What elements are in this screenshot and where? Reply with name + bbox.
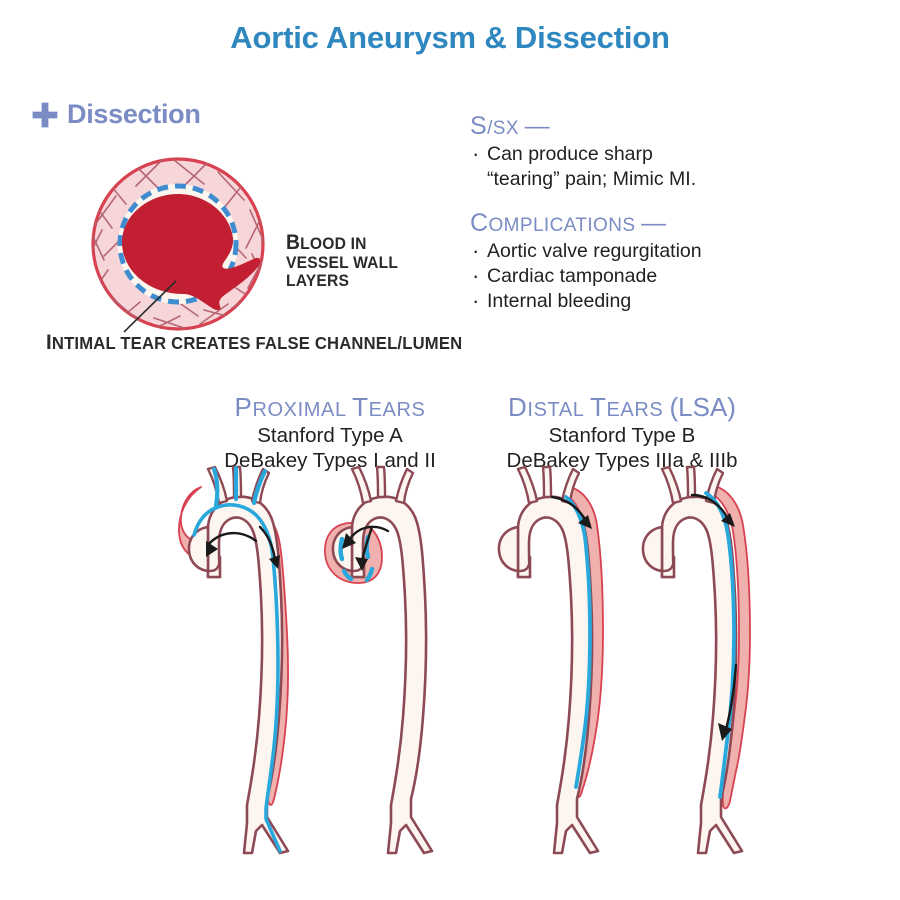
complications-heading: COMPLICATIONS — [470, 209, 870, 238]
tear-caption-cap: I [46, 330, 52, 354]
signs-symptoms-list: Can produce sharp “tearing” pain; Mimic M… [470, 140, 870, 193]
note-group-complications: COMPLICATIONS — Aortic valve regurgitati… [470, 209, 870, 317]
proximal-stanford-line: Stanford Type A [257, 424, 403, 447]
blood-filled-lumen [122, 194, 261, 311]
list-item: Aortic valve regurgitation [470, 237, 870, 266]
dist-cap1: D [508, 392, 528, 422]
flow-arrow-distal-head [578, 515, 592, 529]
distal-stanford-line: Stanford Type B [548, 424, 696, 447]
aorta-lumen [350, 495, 434, 855]
ss-heading-dash: — [524, 112, 550, 140]
dissection-cross-section-figure: BLOOD IN VESSEL WALL LAYERS INTIMAL TEAR… [28, 138, 462, 363]
prox-rest2: EARS [368, 399, 426, 421]
prox-cap2: T [352, 392, 369, 422]
ss-heading-cap: S [470, 112, 488, 140]
prox-rest1: ROXIMAL [252, 399, 346, 421]
list-item: Cardiac tamponade [470, 262, 870, 291]
ss-item-line2: “tearing” pain; Mimic MI. [487, 168, 697, 191]
aorta-diagram-debakey-2 [324, 465, 434, 855]
flow-arrow-distal-head [718, 723, 732, 741]
dissection-flap-line [564, 495, 592, 789]
proximal-tears-caption: PROXIMAL TEARS Stanford Type A DeBakey T… [170, 392, 490, 473]
dissection-flap-line-3 [251, 468, 268, 506]
dissection-flap-main [192, 503, 282, 853]
flow-arrow-proximal-head [721, 513, 735, 527]
arch-branch-vessels [660, 465, 725, 505]
tear-caption-rest: NTIMAL TEAR CREATES FALSE CHANNEL/LUMEN [51, 333, 463, 353]
comp-item-1: Aortic valve regurgitation [487, 239, 702, 262]
flow-arrow-left-head [206, 541, 218, 557]
dist-cap2: T [589, 392, 607, 422]
arch-branch-vessels [516, 465, 581, 505]
aortic-root [641, 525, 676, 579]
flow-arrow-left-head [342, 533, 356, 549]
comp-item-3: Internal bleeding [487, 290, 632, 313]
intimal-tear-caption: INTIMAL TEAR CREATES FALSE CHANNEL/LUMEN [46, 331, 462, 354]
page-title: Aortic Aneurysm & Dissection [230, 20, 670, 55]
flow-arrow-left [206, 532, 258, 547]
blood-label-line1: LOOD IN [300, 234, 367, 253]
signs-symptoms-heading: S/SX — [470, 112, 870, 141]
medical-cross-icon [32, 102, 58, 127]
flow-arrow-right-head [269, 555, 280, 569]
arch-branch-vessels [350, 465, 415, 505]
ss-heading-tail: X [505, 118, 519, 139]
aortic-root [187, 525, 222, 579]
comp-heading-dash: — [641, 208, 667, 237]
aorta-diagram-debakey-1 [178, 465, 290, 855]
dist-paren: (LSA) [669, 392, 736, 422]
comp-heading-rest: OMPLICATIONS [488, 214, 636, 236]
aorta-figures-row [0, 465, 900, 865]
ss-item-line1: Can produce sharp [487, 143, 653, 165]
comp-item-2: Cardiac tamponade [487, 265, 658, 288]
blood-label-line3: LAYERS [286, 271, 350, 291]
blood-label-line2: VESSEL WALL [286, 253, 399, 273]
tear-pointer-line [123, 280, 177, 333]
flow-arrow-right [258, 525, 277, 561]
dissection-flap-line [211, 466, 220, 508]
dissection-section-heading: Dissection [32, 99, 201, 130]
flow-arrow-distal [550, 495, 588, 523]
distal-tears-caption: DISTAL TEARS (LSA) Stanford Type B DeBak… [462, 392, 782, 473]
ss-heading-rest: /S [487, 118, 506, 139]
complications-list: Aortic valve regurgitation Cardiac tampo… [470, 237, 870, 317]
note-group-signs-symptoms: S/SX — Can produce sharp “tearing” pain; … [470, 112, 870, 193]
cross-section-illustration [91, 157, 265, 333]
clinical-notes-column: S/SX — Can produce sharp “tearing” pain; … [470, 112, 870, 331]
dist-rest2: EARS [606, 399, 664, 421]
dissection-heading-label: Dissection [67, 99, 201, 129]
flow-arrow-proximal [690, 493, 730, 521]
flow-arrow-left [348, 525, 390, 541]
dist-rest1: ISTAL [527, 399, 584, 421]
list-item: Internal bleeding [470, 287, 870, 316]
flow-arrow-down-head [355, 557, 368, 571]
distal-kicker: DISTAL TEARS (LSA) [462, 392, 782, 423]
false-lumen-region [709, 484, 751, 810]
intimal-layer-dashed [117, 183, 239, 305]
prox-cap1: P [234, 392, 253, 422]
comp-heading-cap: C [470, 208, 489, 237]
aortic-root [497, 525, 532, 579]
dissection-flap-line [704, 491, 736, 799]
blood-in-wall-label: BLOOD IN VESSEL WALL LAYERS [286, 231, 399, 291]
proximal-kicker: PROXIMAL TEARS [170, 392, 490, 423]
blood-label-cap: B [286, 231, 301, 254]
list-item: Can produce sharp “tearing” pain; Mimic M… [470, 140, 870, 193]
distal-debakey-line: DeBakey Types IIIa & IIIb [506, 449, 738, 472]
aorta-lumen [206, 495, 290, 855]
aorta-diagram-debakey-3b [641, 465, 751, 855]
aorta-diagram-debakey-3a [497, 465, 604, 855]
